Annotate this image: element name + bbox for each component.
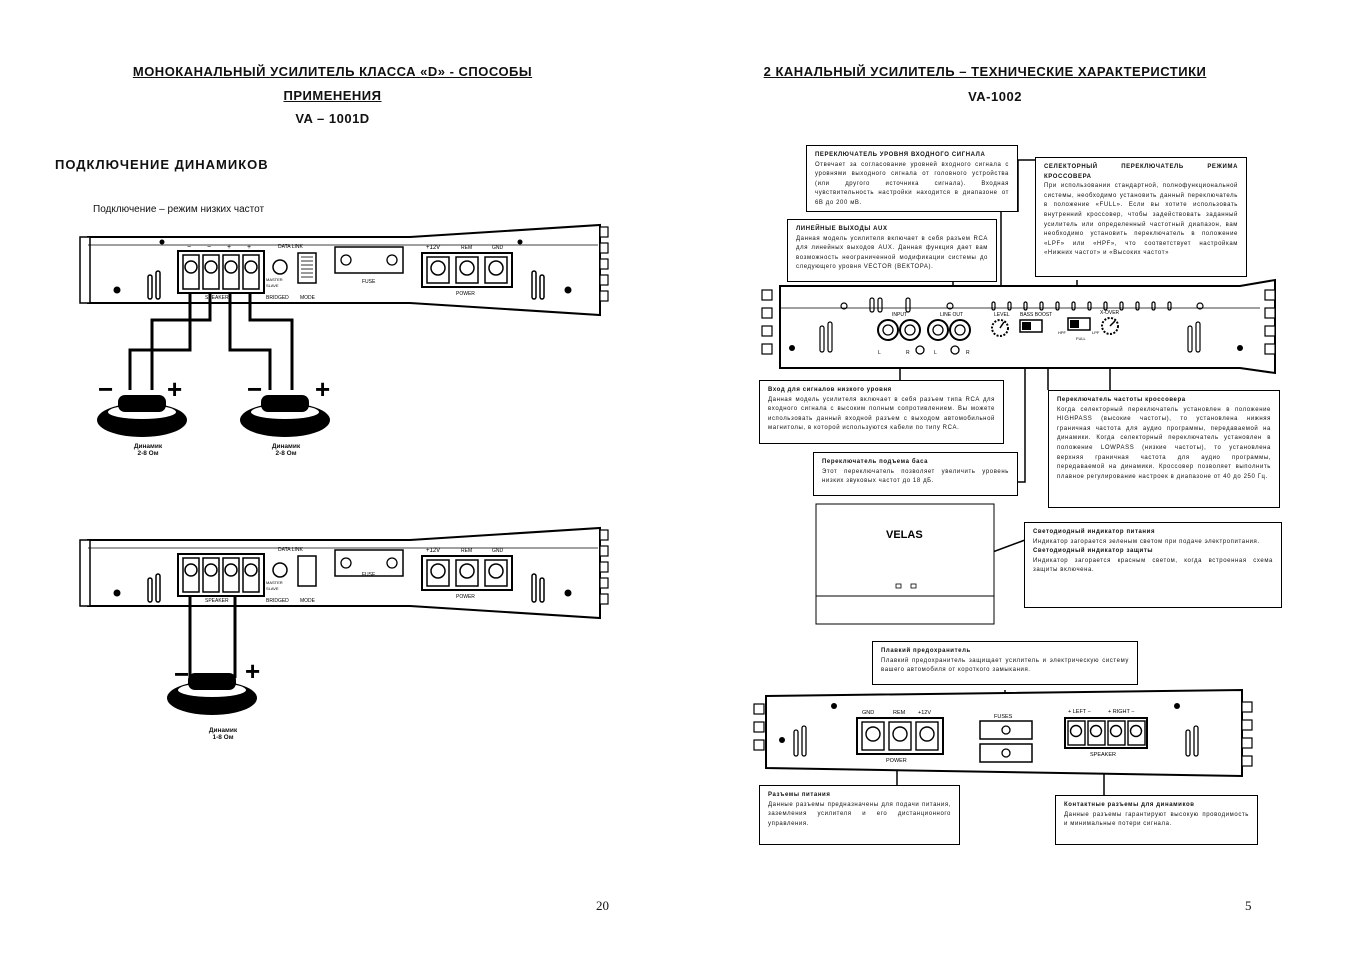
svg-text:GND: GND xyxy=(492,245,504,251)
svg-text:SLAVE: SLAVE xyxy=(266,283,279,288)
box-bass-boost: Переключатель подъема баса Этот переключ… xyxy=(813,452,1018,496)
svg-text:−: − xyxy=(187,244,191,251)
svg-text:LPF: LPF xyxy=(1092,330,1100,335)
svg-text:MASTER: MASTER xyxy=(266,580,283,585)
right-page-number: 5 xyxy=(1245,898,1252,913)
svg-text:REM: REM xyxy=(461,548,472,554)
svg-text:SPEAKER: SPEAKER xyxy=(1090,752,1116,758)
left-title-line1: МОНОКАНАЛЬНЫЙ УСИЛИТЕЛЬ КЛАССА «D» - СПО… xyxy=(132,64,533,79)
svg-text:MODE: MODE xyxy=(300,598,316,604)
svg-text:BRIDGED: BRIDGED xyxy=(266,598,289,604)
svg-text:FUSES: FUSES xyxy=(994,714,1013,720)
svg-text:−: − xyxy=(247,374,262,404)
svg-text:R: R xyxy=(966,350,970,356)
svg-text:HPF: HPF xyxy=(1058,330,1067,335)
svg-text:SPEAKER: SPEAKER xyxy=(205,598,229,604)
va1002-power-panel: GND REM +12V POWER FUSES + LEFT − + RIGH… xyxy=(753,688,1253,778)
mono-amp-diagram-2: SPEAKER DATA LINK MASTER SLAVE BRIDGED M… xyxy=(79,526,609,715)
box-input-level: ПЕРЕКЛЮЧАТЕЛЬ УРОВНЯ ВХОДНОГО СИГНАЛА От… xyxy=(806,145,1018,212)
svg-text:DATA LINK: DATA LINK xyxy=(278,547,303,553)
svg-text:REM: REM xyxy=(893,710,906,716)
svg-text:REM: REM xyxy=(461,245,472,251)
svg-text:+12V: +12V xyxy=(426,245,440,251)
svg-text:VELAS: VELAS xyxy=(886,529,923,541)
svg-text:+: + xyxy=(315,374,330,404)
svg-text:INPUT: INPUT xyxy=(892,312,907,318)
svg-text:SLAVE: SLAVE xyxy=(266,586,279,591)
left-page-number: 20 xyxy=(596,898,609,913)
svg-text:BRIDGED: BRIDGED xyxy=(266,295,289,301)
svg-text:LINE OUT: LINE OUT xyxy=(940,312,963,318)
svg-text:+: + xyxy=(245,656,260,686)
svg-text:+: + xyxy=(227,244,231,251)
svg-text:FUSE: FUSE xyxy=(362,279,376,285)
svg-text:+ LEFT −: + LEFT − xyxy=(1068,709,1091,715)
box-crossover-mode: СЕЛЕКТОРНЫЙ ПЕРЕКЛЮЧАТЕЛЬ РЕЖИМА КРОССОВ… xyxy=(1035,157,1247,277)
svg-text:FUSE: FUSE xyxy=(362,572,376,578)
section-heading: ПОДКЛЮЧЕНИЕ ДИНАМИКОВ xyxy=(55,157,269,172)
svg-text:X-OVER: X-OVER xyxy=(1100,310,1120,316)
svg-text:−: − xyxy=(207,244,211,251)
right-model: VA-1002 xyxy=(968,89,1022,104)
svg-text:MASTER: MASTER xyxy=(266,277,283,282)
left-model: VA – 1001D xyxy=(295,111,370,126)
svg-text:+ RIGHT −: + RIGHT − xyxy=(1108,709,1135,715)
speaker-label: SPEAKER xyxy=(205,295,229,301)
svg-text:GND: GND xyxy=(492,548,504,554)
svg-text:−: − xyxy=(174,659,189,689)
va1002-input-panel: INPUT LINE OUT L R L R LEVEL BASS BOOST … xyxy=(761,278,1276,375)
svg-text:+12V: +12V xyxy=(918,710,931,716)
svg-text:POWER: POWER xyxy=(886,758,907,764)
svg-text:−: − xyxy=(98,374,113,404)
led-panel: VELAS xyxy=(815,503,995,625)
right-title: 2 КАНАЛЬНЫЙ УСИЛИТЕЛЬ – ТЕХНИЧЕСКИЕ ХАРА… xyxy=(763,64,1207,79)
box-power-connectors: Разъемы питания Данные разъемы предназна… xyxy=(759,785,960,845)
mono-amp-diagram-1: − − + + SPEAKER DATA LINK MASTER SLAVE BRID… xyxy=(79,223,609,437)
caption-lowfreq-mode: Подключение – режим низких частот xyxy=(93,204,265,215)
box-speaker-connectors: Контактные разъемы для динамиков Данные … xyxy=(1055,795,1258,845)
svg-text:L: L xyxy=(878,350,881,356)
box-fuse: Плавкий предохранитель Плавкий предохран… xyxy=(872,641,1138,685)
box-low-input: Вход для сигналов низкого уровня Данная … xyxy=(759,380,1004,444)
svg-text:FULL: FULL xyxy=(1076,336,1087,341)
svg-text:+: + xyxy=(167,374,182,404)
svg-text:POWER: POWER xyxy=(456,594,475,600)
svg-text:LEVEL: LEVEL xyxy=(994,312,1010,318)
svg-text:+12V: +12V xyxy=(426,548,440,554)
left-title-line2: ПРИМЕНЕНИЯ xyxy=(283,88,382,103)
svg-text:DATA LINK: DATA LINK xyxy=(278,244,303,250)
box-crossover-freq: Переключатель частоты кроссовера Когда с… xyxy=(1048,390,1280,508)
svg-text:MODE: MODE xyxy=(300,295,316,301)
box-aux-out: ЛИНЕЙНЫЕ ВЫХОДЫ AUX Данная модель усилит… xyxy=(787,219,997,282)
svg-text:L: L xyxy=(934,350,937,356)
svg-text:+: + xyxy=(247,244,251,251)
svg-text:GND: GND xyxy=(862,710,874,716)
svg-text:R: R xyxy=(906,350,910,356)
svg-text:POWER: POWER xyxy=(456,291,475,297)
box-led: Светодиодный индикатор питания Индикатор… xyxy=(1024,522,1282,608)
svg-text:BASS BOOST: BASS BOOST xyxy=(1020,312,1052,318)
